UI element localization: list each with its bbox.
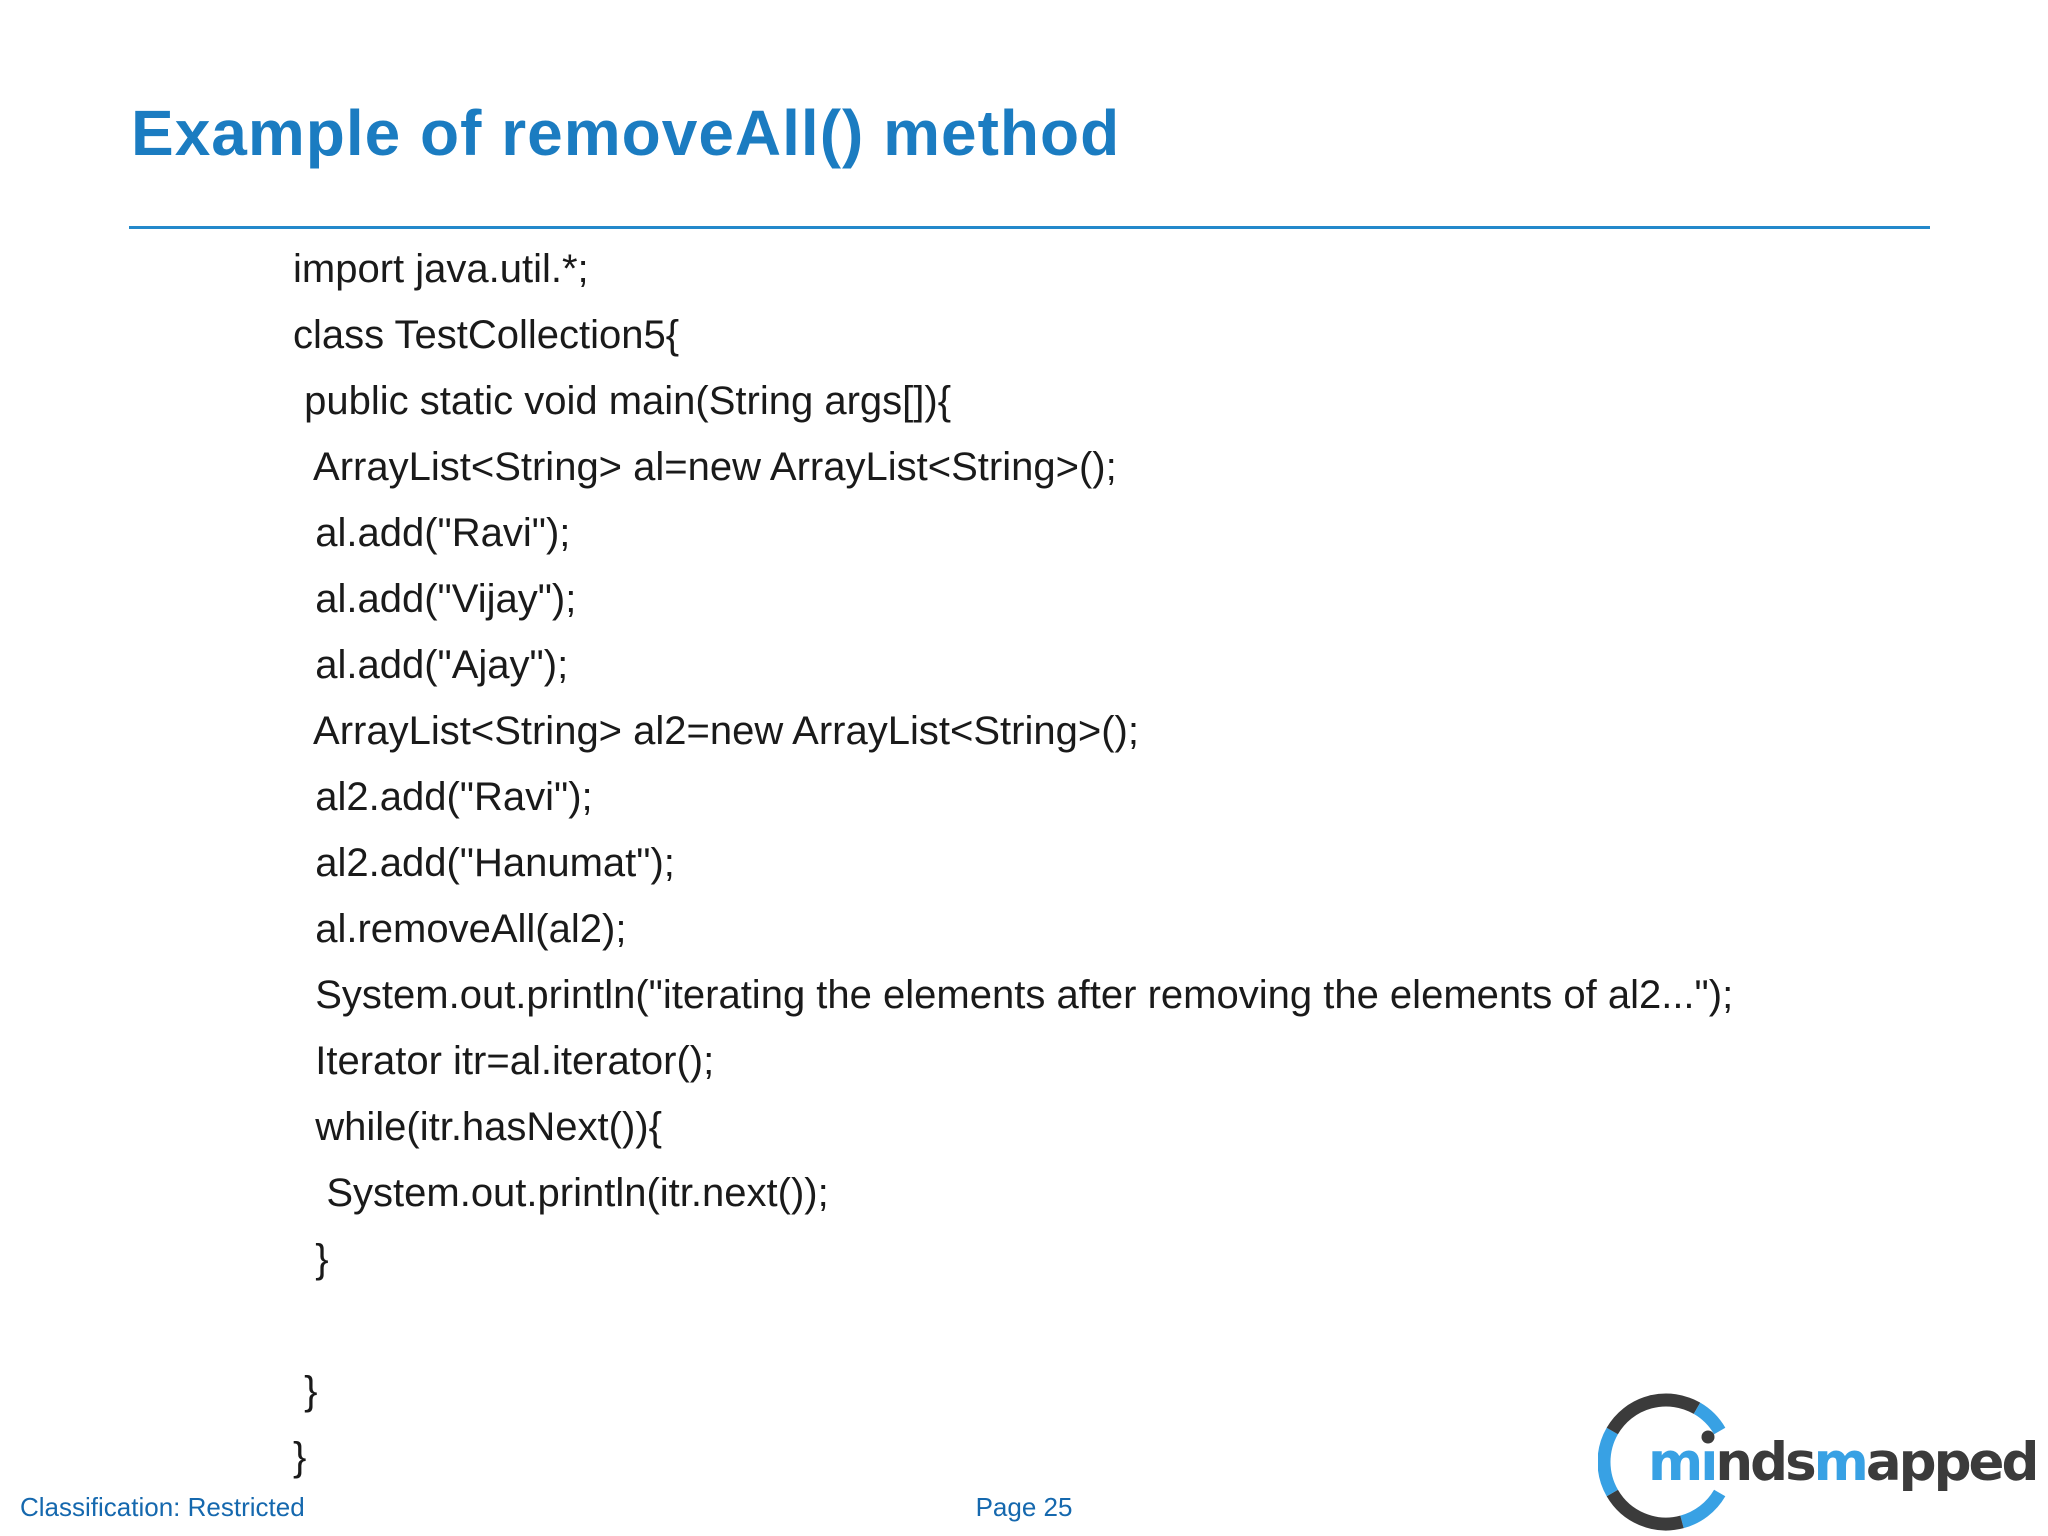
code-line: import java.util.*; — [293, 247, 589, 291]
code-line: al.removeAll(al2); — [293, 907, 627, 951]
code-block: import java.util.*; class TestCollection5… — [293, 236, 1733, 1490]
code-line: al.add("Vijay"); — [293, 577, 577, 621]
title-underline — [129, 226, 1930, 229]
code-line: public static void main(String args[]){ — [293, 379, 952, 423]
code-line: } — [293, 1435, 307, 1479]
code-line: } — [293, 1369, 318, 1413]
page-number: Page 25 — [975, 1492, 1073, 1522]
code-line: ArrayList<String> al2=new ArrayList<Stri… — [293, 709, 1139, 753]
code-line: Iterator itr=al.iterator(); — [293, 1039, 715, 1083]
code-line: ArrayList<String> al=new ArrayList<Strin… — [293, 445, 1117, 489]
code-line: System.out.println("iterating the elemen… — [293, 973, 1734, 1017]
code-line: } — [293, 1237, 329, 1281]
code-line: al2.add("Hanumat"); — [293, 841, 675, 885]
code-line: while(itr.hasNext()){ — [293, 1105, 662, 1149]
code-line: class TestCollection5{ — [293, 313, 680, 357]
logo-circle-segment — [1598, 1427, 1619, 1497]
code-line: System.out.println(itr.next()); — [293, 1171, 829, 1215]
logo-wordmark: mındsmapped — [1648, 1432, 2036, 1493]
mindsmapped-logo: mındsmapped — [1598, 1393, 2039, 1531]
code-line — [293, 1292, 1733, 1358]
code-line: al.add("Ajay"); — [293, 643, 569, 687]
logo-circle-segment — [1606, 1489, 1684, 1531]
code-line: al2.add("Ravi"); — [293, 775, 593, 819]
classification-label: Classification: Restricted — [20, 1492, 305, 1522]
logo-circle-segment — [1680, 1489, 1726, 1529]
logo-circle-segment — [1606, 1393, 1701, 1435]
logo-i-dot — [1701, 1430, 1715, 1444]
logo-circle-segment — [1693, 1402, 1726, 1435]
code-line: al.add("Ravi"); — [293, 511, 571, 555]
slide-title: Example of removeAll() method — [131, 97, 1121, 169]
